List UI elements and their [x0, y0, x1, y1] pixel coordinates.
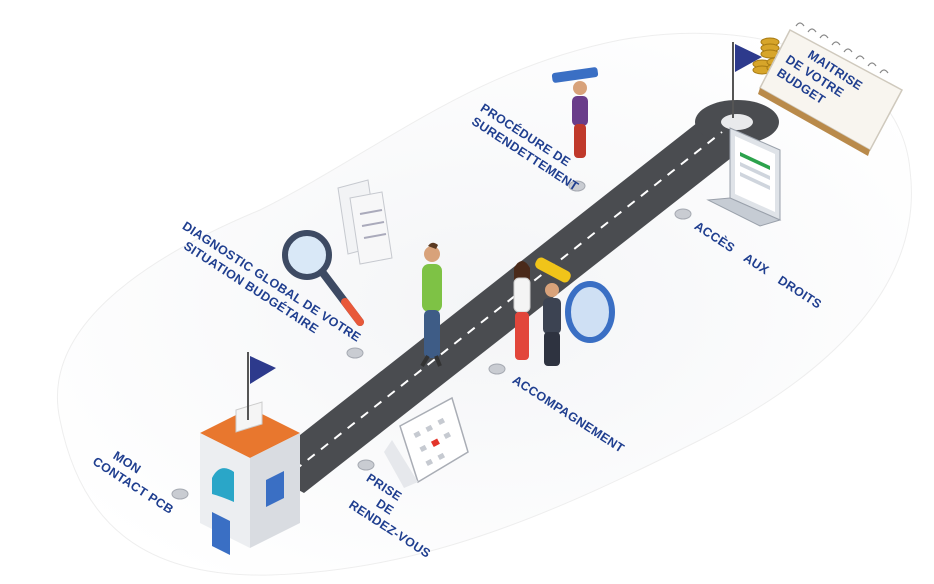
road	[258, 100, 779, 493]
pin-diagnostic	[346, 347, 364, 359]
large-magnifier-icon	[565, 281, 615, 343]
notebook-icon	[758, 22, 904, 156]
counsel-people-icon	[513, 257, 571, 366]
pin-mon-contact	[171, 488, 189, 500]
pin-prise-rdv	[357, 459, 375, 471]
pcb-building-icon	[200, 352, 300, 555]
pin-acces	[674, 208, 692, 220]
person-with-pencil-icon	[551, 67, 599, 158]
magnifier-icon	[282, 230, 364, 326]
pin-procedure	[568, 180, 586, 192]
start-flag-icon	[250, 356, 276, 384]
walking-person-icon	[420, 242, 442, 368]
laptop-icon	[706, 127, 782, 227]
finish-flag-icon	[732, 42, 762, 118]
documents-icon	[337, 179, 393, 265]
waypoint-pins	[171, 180, 692, 500]
calendar-icon	[384, 396, 469, 488]
pin-accompagnement	[488, 363, 506, 375]
